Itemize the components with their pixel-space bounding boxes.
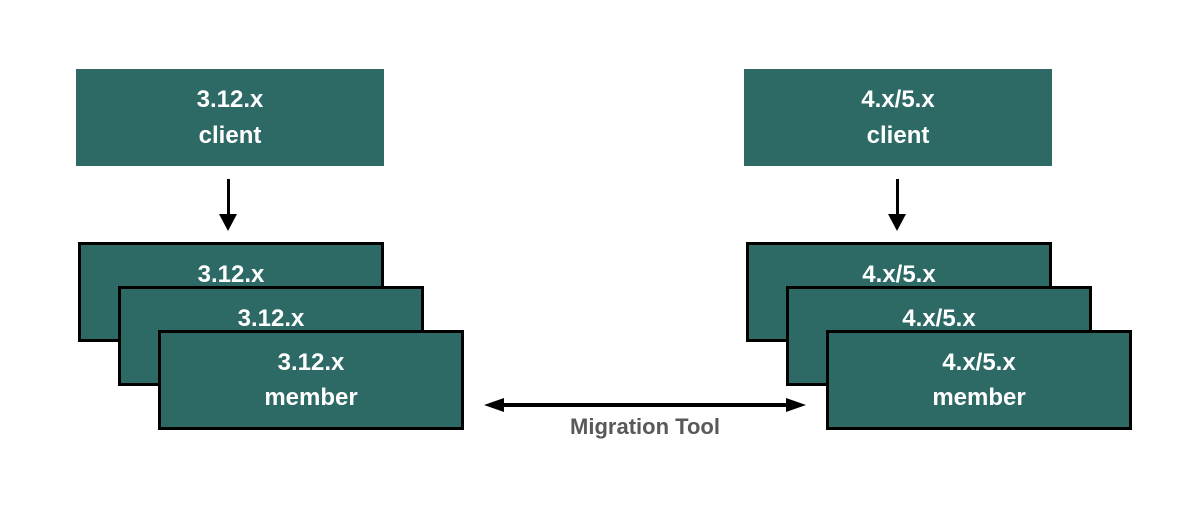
client-box-role-label: client (866, 121, 930, 149)
member-box-4x-5x-front: 4.x/5.x member (826, 330, 1132, 430)
member-box-version-label: 4.x/5.x (862, 261, 936, 288)
member-box-role-label: member (264, 384, 358, 411)
client-box-3-12: 3.12.x client (76, 69, 384, 166)
migration-arrow (495, 403, 797, 407)
client-box-version-label: 4.x/5.x (861, 85, 935, 113)
client-box-4x-5x: 4.x/5.x client (744, 69, 1052, 166)
migration-tool-label: Migration Tool (570, 414, 720, 439)
migration-arrow-left-head-icon (484, 398, 504, 412)
member-box-version-label: 3.12.x (277, 349, 345, 376)
member-box-role-label: member (932, 384, 1026, 411)
down-arrow-left-head-icon (219, 214, 237, 231)
down-arrow-left (227, 179, 230, 215)
member-box-version-label: 3.12.x (197, 261, 265, 288)
member-box-3-12-front: 3.12.x member (158, 330, 464, 430)
member-box-version-label: 3.12.x (237, 305, 305, 332)
migration-arrow-right-head-icon (786, 398, 806, 412)
member-box-version-label: 4.x/5.x (942, 349, 1016, 376)
member-box-version-label: 4.x/5.x (902, 305, 976, 332)
down-arrow-right-head-icon (888, 214, 906, 231)
client-box-role-label: client (198, 121, 262, 149)
client-box-version-label: 3.12.x (196, 85, 264, 113)
down-arrow-right (896, 179, 899, 215)
